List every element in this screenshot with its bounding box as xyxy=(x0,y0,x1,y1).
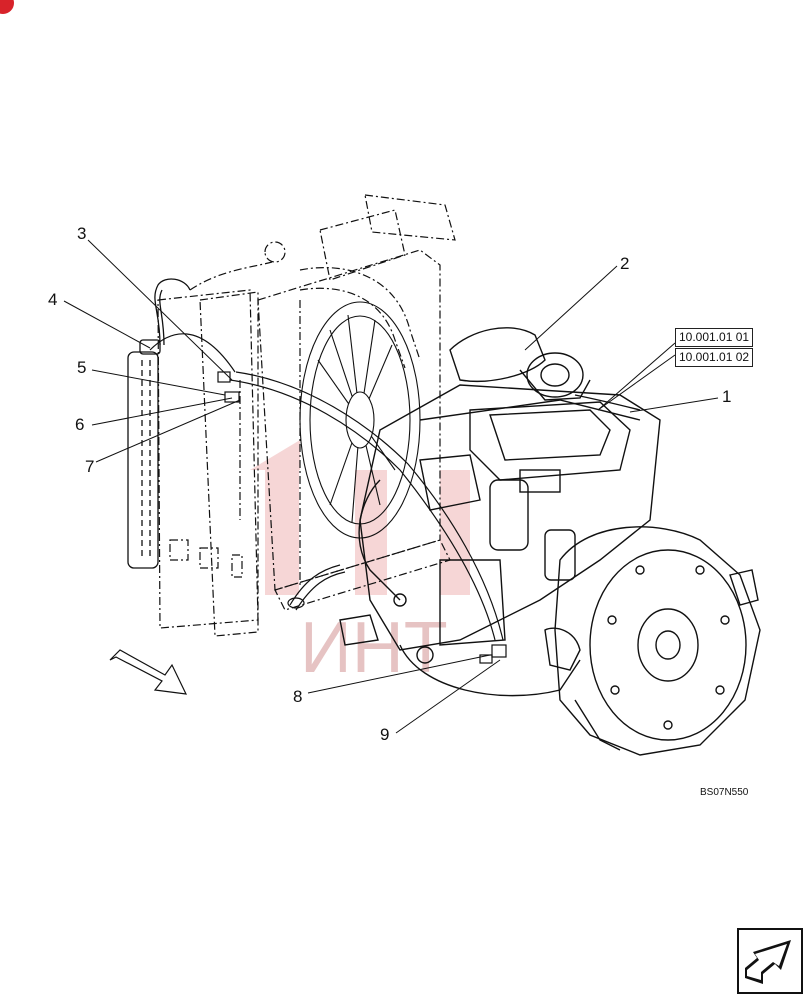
figure-code: BS07N550 xyxy=(700,787,749,798)
upper-radiator-hose xyxy=(299,267,421,369)
leader-lines xyxy=(63,239,719,734)
next-page-arrow-icon xyxy=(745,940,791,984)
callout-7: 7 xyxy=(85,457,95,476)
direction-arrow-icon xyxy=(109,649,188,695)
callout-9: 9 xyxy=(380,725,390,744)
next-page-button[interactable] xyxy=(737,928,803,994)
callout-8: 8 xyxy=(293,687,303,706)
watermark-text: ИНТ xyxy=(300,608,448,688)
reference-link-1[interactable]: 10.001.01 01 xyxy=(675,328,754,347)
corner-logo-mark xyxy=(0,0,14,14)
callout-4: 4 xyxy=(48,290,58,309)
radiator-shroud xyxy=(157,289,259,637)
coolant-expansion-tank xyxy=(127,278,191,569)
watermark-logo xyxy=(250,440,470,595)
cooling-fan xyxy=(299,301,421,539)
radiator-core xyxy=(189,194,456,611)
heater-hoses xyxy=(149,333,504,641)
callout-2: 2 xyxy=(620,254,630,273)
reference-link-2[interactable]: 10.001.01 02 xyxy=(675,348,754,367)
callout-1: 1 xyxy=(722,387,732,406)
hose-clamps xyxy=(217,371,507,664)
flywheel-housing xyxy=(544,526,761,756)
callout-5: 5 xyxy=(77,358,87,377)
callout-3: 3 xyxy=(77,224,87,243)
callout-6: 6 xyxy=(75,415,85,434)
engine-block xyxy=(339,384,661,697)
turbocharger xyxy=(449,327,641,411)
